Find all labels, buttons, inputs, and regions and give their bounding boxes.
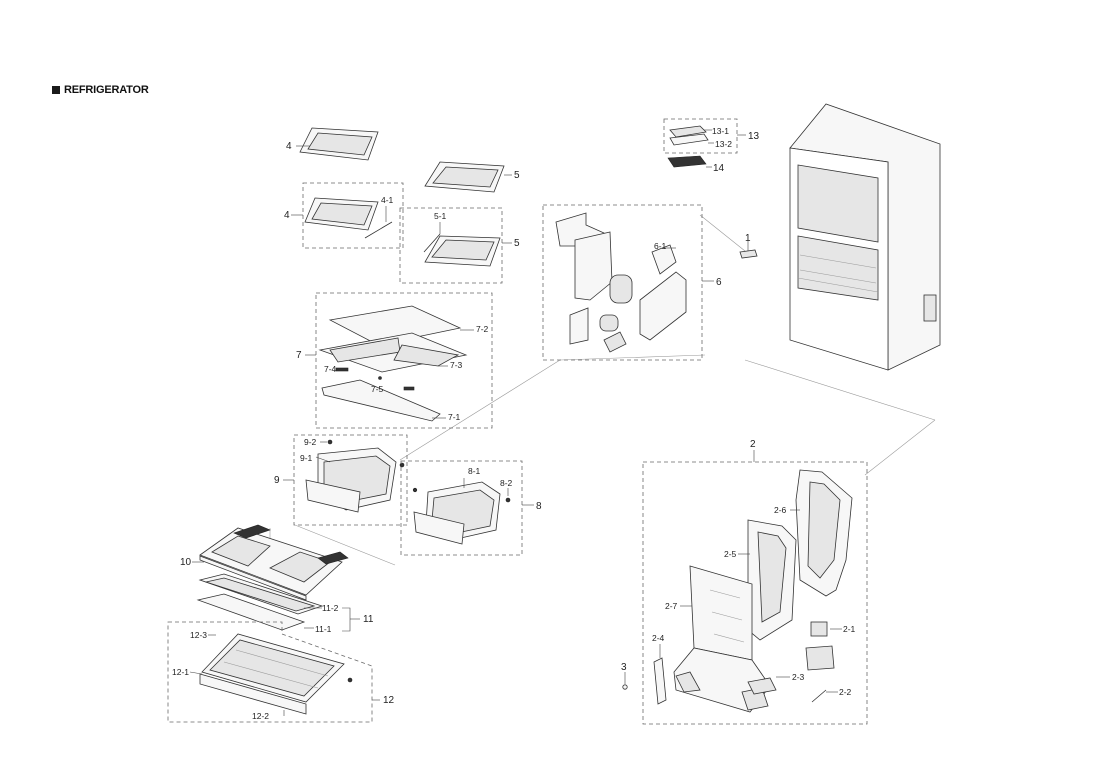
callout-9: 9	[274, 475, 280, 486]
drawer-12-part	[189, 633, 380, 716]
callout-14: 14	[713, 163, 725, 174]
callout-7-2: 7-2	[476, 324, 489, 334]
ice-maker-assembly-6-part	[555, 212, 714, 353]
callout-11-2: 11-2	[322, 603, 339, 613]
callout-2-5: 2-5	[724, 549, 737, 559]
callout-2-6: 2-6	[774, 505, 787, 515]
callout-5-1: 5-1	[434, 211, 447, 221]
filter-13-part	[669, 125, 714, 146]
callout-6-1: 6-1	[654, 241, 667, 251]
callout-2-2: 2-2	[839, 687, 852, 697]
callout-6: 6	[716, 277, 722, 288]
diagram-heading: REFRIGERATOR	[52, 82, 149, 98]
shelf-4-assembly-part	[304, 197, 393, 239]
callout-5-top: 5	[514, 170, 520, 181]
cover-11-part	[196, 573, 360, 632]
callout-4-box: 4	[284, 210, 290, 221]
callout-7-3: 7-3	[450, 360, 463, 370]
callout-12-3: 12-3	[190, 630, 207, 640]
shelf-5-assembly-part	[423, 222, 501, 267]
group-box-6	[542, 204, 703, 361]
callout-2-7: 2-7	[665, 601, 678, 611]
callout-8-1: 8-1	[468, 466, 481, 476]
group-box-7	[315, 292, 493, 429]
crisper-cover-7-part	[318, 305, 474, 422]
callout-11-1: 11-1	[315, 624, 332, 634]
callout-9-1: 9-1	[300, 453, 313, 463]
callout-10: 10	[180, 557, 192, 568]
callout-8: 8	[536, 501, 542, 512]
callout-2: 2	[750, 439, 756, 450]
guide-lines	[269, 214, 936, 566]
callout-2-1: 2-1	[843, 624, 856, 634]
callout-8-2: 8-2	[500, 478, 513, 488]
drawer-9-part	[305, 439, 405, 513]
group-box-13	[663, 118, 738, 154]
duct-assembly-2-part	[653, 469, 853, 713]
group-box-4	[302, 182, 404, 249]
callout-1: 1	[745, 233, 751, 244]
group-box-2	[642, 461, 868, 725]
callout-5-box: 5	[514, 238, 520, 249]
callout-13-1: 13-1	[712, 126, 729, 136]
heading-square-icon	[52, 86, 60, 94]
callout-7-1: 7-1	[448, 412, 461, 422]
callout-3: 3	[621, 662, 627, 673]
shelf-4-part	[296, 127, 379, 161]
screw-3-part	[622, 672, 628, 690]
callout-4-1: 4-1	[381, 195, 394, 205]
callout-9-2: 9-2	[304, 437, 317, 447]
heading-text: REFRIGERATOR	[64, 84, 149, 96]
callout-2-3: 2-3	[792, 672, 805, 682]
callout-13-2: 13-2	[715, 139, 732, 149]
cover-10-part	[192, 524, 349, 601]
shelf-5-part	[424, 161, 512, 193]
group-box-5	[399, 207, 503, 284]
callout-12-2: 12-2	[252, 711, 269, 721]
callout-7-5: 7-5	[371, 384, 384, 394]
cover-14-part	[667, 155, 712, 168]
callout-2-4: 2-4	[652, 633, 665, 643]
callout-7-4: 7-4	[324, 364, 337, 374]
callout-11: 11	[363, 614, 374, 625]
callout-7: 7	[296, 350, 302, 361]
refrigerator-cabinet-part	[739, 103, 941, 371]
group-box-12	[167, 621, 373, 723]
callout-12-1: 12-1	[172, 667, 189, 677]
drawer-8-part	[412, 478, 534, 545]
group-box-8	[400, 460, 523, 556]
callout-12: 12	[383, 695, 395, 706]
callout-4-top: 4	[286, 141, 292, 152]
callout-13: 13	[748, 131, 760, 142]
